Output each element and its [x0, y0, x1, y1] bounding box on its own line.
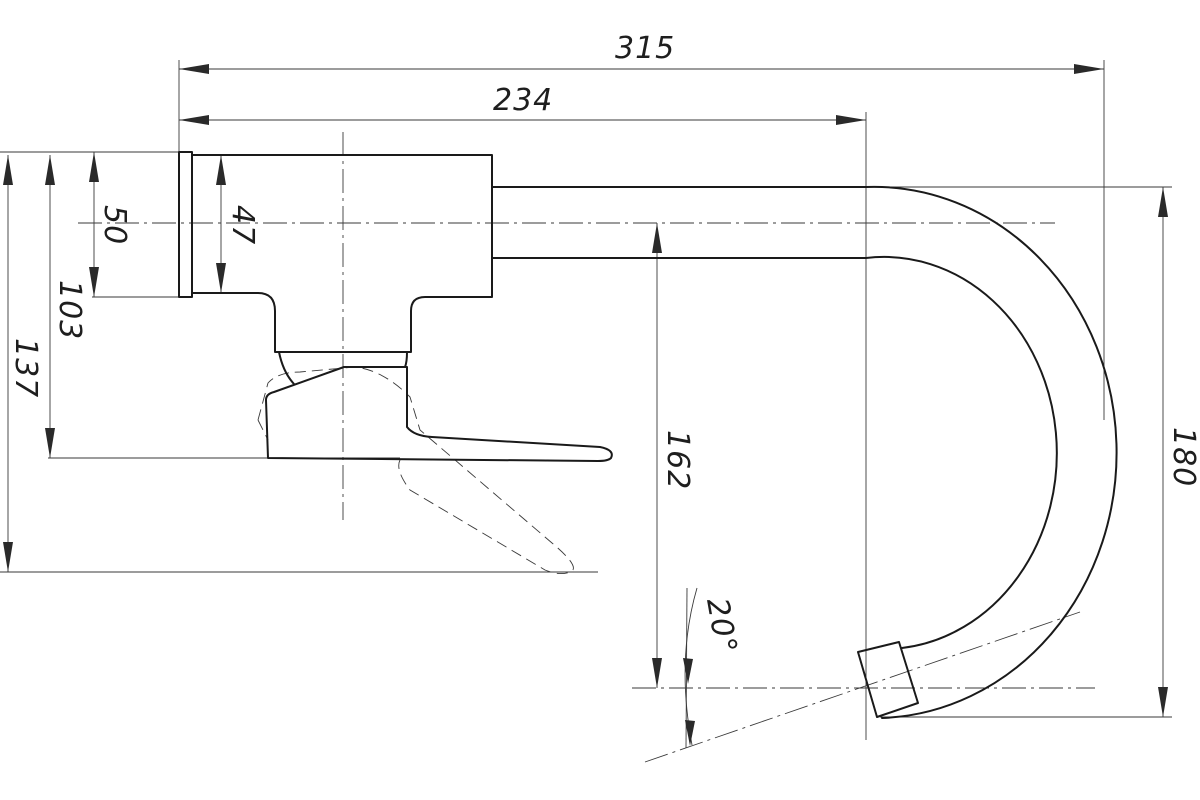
arrow-315-left	[179, 64, 209, 74]
arrow-137-top	[3, 155, 13, 185]
label-spout-reach: 234	[493, 83, 553, 118]
arrow-180-top	[1158, 187, 1168, 217]
arrow-234-left	[179, 115, 209, 125]
cartridge-cap-right	[404, 351, 408, 368]
spout-outer-curve	[491, 185, 1118, 719]
arrow-137-bottom	[3, 542, 13, 572]
cartridge-cap-left	[278, 351, 295, 385]
dimension-lines	[3, 64, 1168, 746]
label-spout-total-height: 180	[1166, 427, 1200, 487]
arrow-315-right	[1074, 64, 1104, 74]
faucet-body	[178, 151, 1118, 719]
outlet-tilted-axis	[644, 611, 1081, 763]
mixer-body	[191, 154, 493, 353]
label-center-to-lever: 103	[52, 280, 87, 340]
arrow-50-bottom	[89, 267, 99, 297]
arrow-47-top	[216, 155, 226, 185]
lever-phantom-outline	[257, 366, 574, 575]
lever-handle	[265, 366, 613, 462]
arrow-234-right	[836, 115, 866, 125]
arrow-103-bottom	[45, 428, 55, 458]
arrow-angle-top	[683, 658, 693, 684]
label-spout-center-to-outlet: 162	[660, 430, 695, 490]
center-lines	[78, 132, 1095, 763]
arrow-162-bottom	[652, 658, 662, 688]
label-connector-height: 47	[225, 205, 260, 245]
spout-aerator	[857, 641, 919, 718]
arrow-180-bottom	[1158, 687, 1168, 717]
label-body-height: 50	[97, 205, 132, 245]
arrow-47-bottom	[216, 263, 226, 293]
lever-raised-phantom	[257, 366, 574, 575]
label-overall-length: 315	[615, 31, 675, 66]
dimension-labels: 315 234 50 47 103 137 162 180 20°	[8, 31, 1200, 657]
spout-inner-curve	[491, 255, 1058, 649]
label-outlet-angle: 20°	[699, 595, 743, 656]
arrow-angle-bottom	[685, 720, 695, 746]
arrow-50-top	[89, 152, 99, 182]
extension-lines	[0, 60, 1172, 749]
arrow-162-top	[652, 223, 662, 253]
arrow-103-top	[45, 155, 55, 185]
label-total-height-raised: 137	[8, 338, 43, 398]
wall-flange	[178, 151, 193, 298]
